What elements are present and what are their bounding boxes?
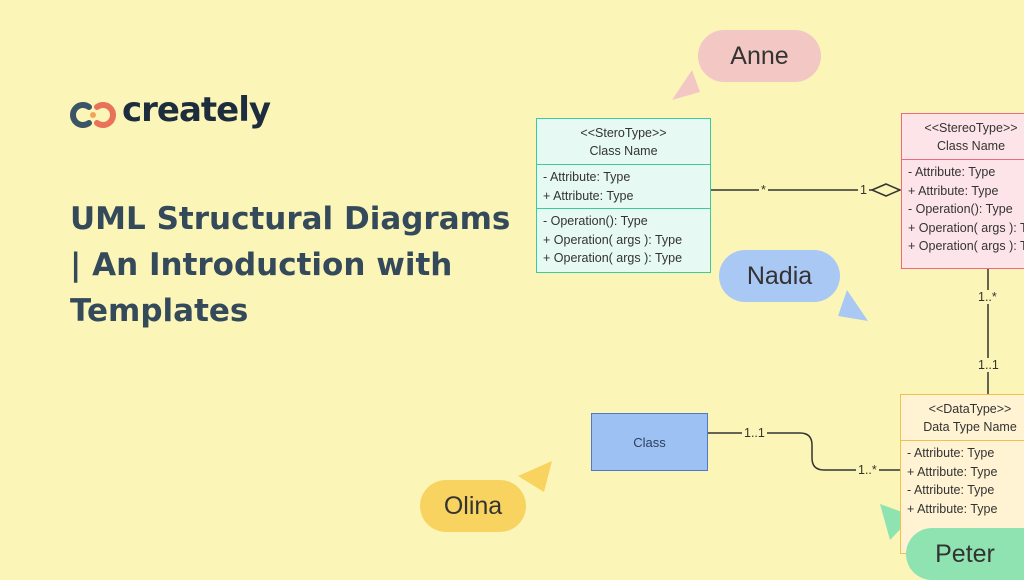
class-c-name: Data Type Name [923,420,1017,434]
class-a-stereotype: <<SteroType>> [580,126,667,140]
mult-class-right: 1..* [856,463,879,477]
uml-class-b[interactable]: <<StereoType>> Class Name - Attribute: T… [901,113,1024,269]
class-c-header: <<DataType>> Data Type Name [901,395,1024,441]
title-line-3: Templates [70,293,249,329]
class-plain-name: Class [633,434,666,450]
class-b-stereotype: <<StereoType>> [924,121,1018,135]
class-a-operation: + Operation( args ): Type [543,232,683,247]
collaborator-nadia: Nadia [719,250,840,302]
mult-a-right: 1 [858,183,869,197]
class-c-attribute: + Attribute: Type [907,501,998,516]
class-a-name: Class Name [589,144,658,158]
title-line-1: UML Structural Diagrams [70,201,511,237]
class-a-operations: - Operation(): Type + Operation( args ):… [537,209,710,268]
collaborator-anne: Anne [698,30,821,82]
class-b-member: + Operation( args ): Type [908,239,1024,253]
class-b-member: - Attribute: Type [908,165,996,179]
aggregation-diamond [870,183,902,197]
class-a-operation: - Operation(): Type [543,214,648,228]
connector-class-c [708,432,900,471]
mult-b-bottom: 1..1 [976,358,1001,372]
class-a-attributes: - Attribute: Type + Attribute: Type [537,165,710,209]
class-b-member: + Attribute: Type [908,183,999,198]
mult-class-left: 1..1 [742,426,767,440]
brand-name: creately [122,90,271,130]
class-c-attribute: + Attribute: Type [907,464,998,479]
class-c-attributes: - Attribute: Type + Attribute: Type - At… [901,441,1024,518]
class-a-header: <<SteroType>> Class Name [537,119,710,165]
page-title: UML Structural Diagrams | An Introductio… [70,196,540,334]
class-a-attribute: - Attribute: Type [543,170,631,184]
class-b-header: <<StereoType>> Class Name [902,114,1024,160]
class-c-attribute: - Attribute: Type [907,446,995,460]
uml-class-plain[interactable]: Class [591,413,708,471]
mult-a-left: * [759,183,768,197]
class-a-attribute: + Attribute: Type [543,188,634,203]
olina-cursor-icon [518,461,552,492]
class-c-attribute: - Attribute: Type [907,483,995,497]
mult-b-top: 1..* [976,290,999,304]
class-c-stereotype: <<DataType>> [928,402,1012,416]
class-b-name: Class Name [936,139,1006,153]
collaborator-olina: Olina [420,480,526,532]
uml-datatype-c[interactable]: <<DataType>> Data Type Name - Attribute:… [900,394,1024,554]
uml-class-a[interactable]: <<SteroType>> Class Name - Attribute: Ty… [536,118,711,273]
nadia-cursor-icon [838,290,868,321]
anne-cursor-icon [672,70,700,100]
class-a-operation: + Operation( args ): Type [543,251,683,265]
creately-logo: creately [70,90,300,138]
title-line-2: | An Introduction with [70,247,453,283]
class-b-members: - Attribute: Type + Attribute: Type - Op… [902,160,1024,256]
class-b-member: - Operation(): Type [908,202,1013,216]
collaborator-peter: Peter [906,528,1024,580]
class-b-member: + Operation( args ): Type [908,220,1024,235]
creately-logo-icon [70,102,116,128]
